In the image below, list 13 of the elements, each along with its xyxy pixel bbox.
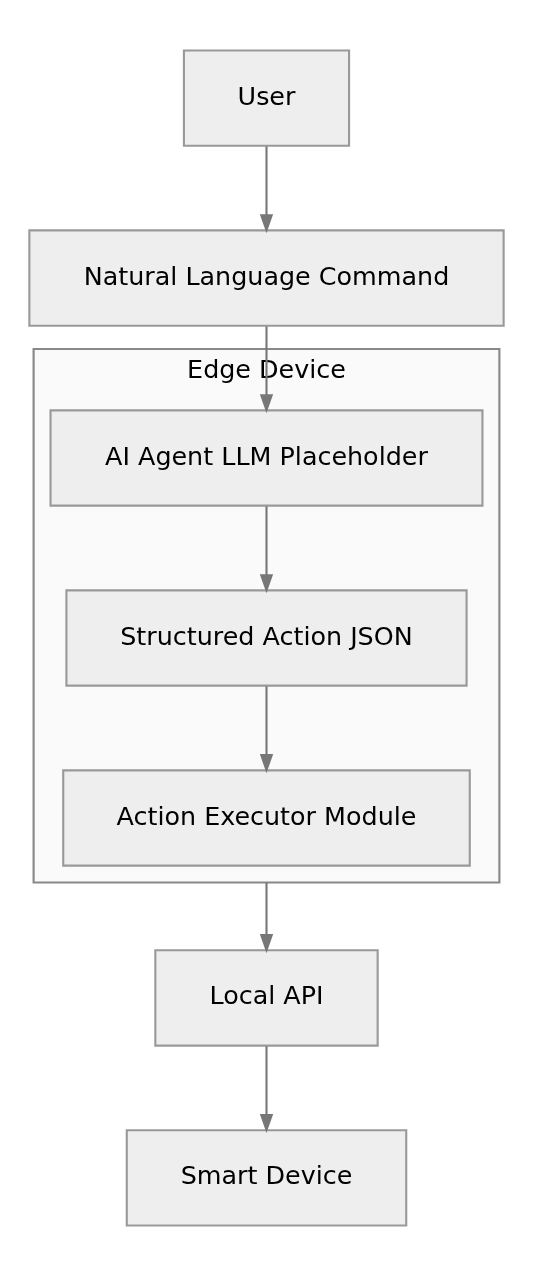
node-box: Action Executor Module bbox=[62, 769, 471, 867]
arrow bbox=[259, 506, 274, 594]
arrow bbox=[259, 326, 274, 414]
node-box: Natural Language Command bbox=[28, 229, 505, 327]
arrow bbox=[259, 686, 274, 774]
arrow bbox=[259, 882, 274, 954]
arrow bbox=[259, 1046, 274, 1134]
arrow bbox=[259, 146, 274, 234]
node-box: Structured Action JSON bbox=[65, 589, 468, 687]
node-box: AI Agent LLM Placeholder bbox=[49, 409, 484, 507]
node-box: Smart Device bbox=[125, 1129, 408, 1227]
node-box: User bbox=[182, 49, 351, 147]
node-box: Local API bbox=[154, 949, 379, 1047]
